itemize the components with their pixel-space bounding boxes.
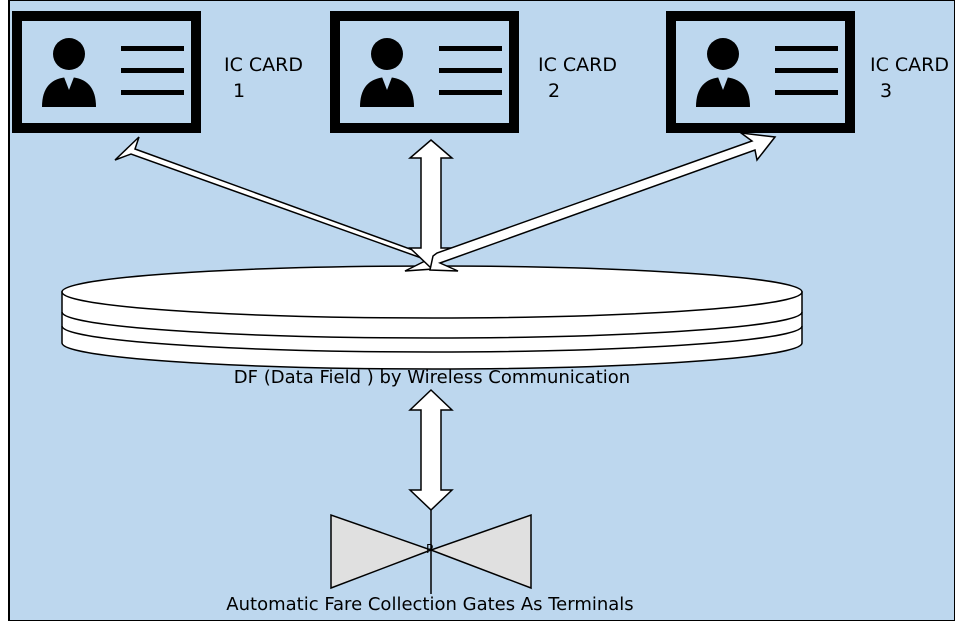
gate-left-wing [330,513,434,590]
data-field-disk-top [61,265,803,319]
gate-right-wing [428,513,532,590]
ic-card-2-number: 2 [548,80,560,102]
ic-card-3-number: 3 [880,80,892,102]
ic-card-1-label: IC CARD [224,54,303,76]
ic-card-3-label: IC CARD [870,54,949,76]
fare-gate-valve: P Automatic Fare Collection Gates As Ter… [226,510,634,615]
text-lines-icon [439,46,502,95]
person-icon [696,38,750,107]
ic-card-3-frame [666,11,855,133]
data-field-disk: DF (Data Field ) by Wireless Communicati… [61,265,803,388]
gate-label: Automatic Fare Collection Gates As Termi… [226,594,633,615]
text-lines-icon [775,46,838,95]
ic-card-1-number: 1 [233,80,245,102]
ic-card-3: IC CARD 3 [666,11,949,133]
ic-card-2-label: IC CARD [538,54,617,76]
data-field-label: DF (Data Field ) by Wireless Communicati… [234,367,630,388]
person-icon [42,38,96,107]
gate-center-mark: P [426,542,433,556]
double-arrow-card-3 [429,131,777,272]
person-icon [360,38,414,107]
ic-card-1: IC CARD 1 [12,11,303,133]
text-lines-icon [121,46,184,95]
ic-card-2: IC CARD 2 [330,11,617,133]
